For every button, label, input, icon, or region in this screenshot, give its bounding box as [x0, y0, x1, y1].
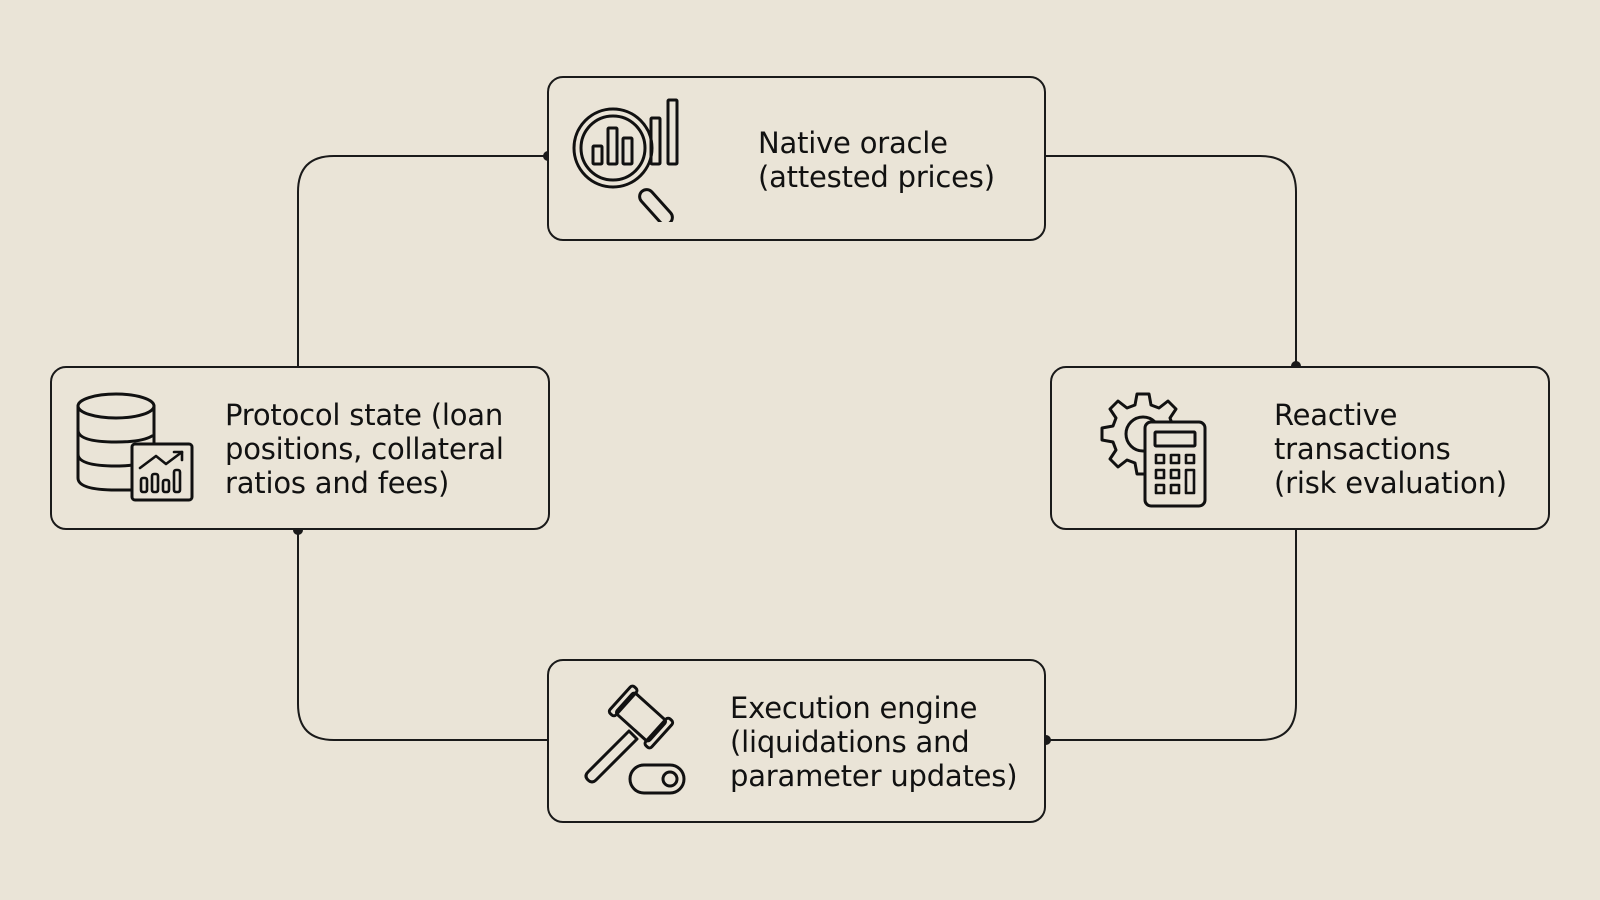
node-label-line: ratios and fees) [225, 466, 450, 500]
gavel-toggle-icon [579, 683, 691, 807]
node-label: Protocol state (loan positions, collater… [225, 398, 504, 500]
connector-oracle-to-reactive [1046, 155, 1297, 366]
node-label: Native oracle (attested prices) [758, 126, 995, 194]
node-label-line: Protocol state (loan [225, 398, 504, 432]
node-reactive-transactions: Reactive transactions (risk evaluation) [1050, 366, 1550, 530]
node-label-line: transactions [1274, 432, 1451, 466]
node-label-line: Native oracle [758, 126, 948, 160]
node-label-line: parameter updates) [730, 759, 1018, 793]
node-protocol-state: Protocol state (loan positions, collater… [50, 366, 550, 530]
node-label-line: (risk evaluation) [1274, 466, 1507, 500]
node-label: Reactive transactions (risk evaluation) [1274, 398, 1507, 500]
node-execution-engine: Execution engine (liquidations and param… [547, 659, 1046, 823]
connector-reactive-to-execution [1046, 530, 1297, 741]
gear-calculator-icon [1090, 388, 1210, 516]
node-label: Execution engine (liquidations and param… [730, 691, 1018, 793]
node-label-line: (liquidations and [730, 725, 970, 759]
database-chart-icon [76, 392, 194, 512]
magnifier-bar-chart-icon [571, 98, 691, 226]
node-native-oracle: Native oracle (attested prices) [547, 76, 1046, 241]
node-label-line: positions, collateral [225, 432, 504, 466]
node-label-line: Reactive [1274, 398, 1398, 432]
node-label-line: Execution engine [730, 691, 978, 725]
node-label-line: (attested prices) [758, 160, 995, 194]
connector-execution-to-protocol [297, 530, 547, 741]
connector-protocol-to-oracle [297, 155, 547, 366]
